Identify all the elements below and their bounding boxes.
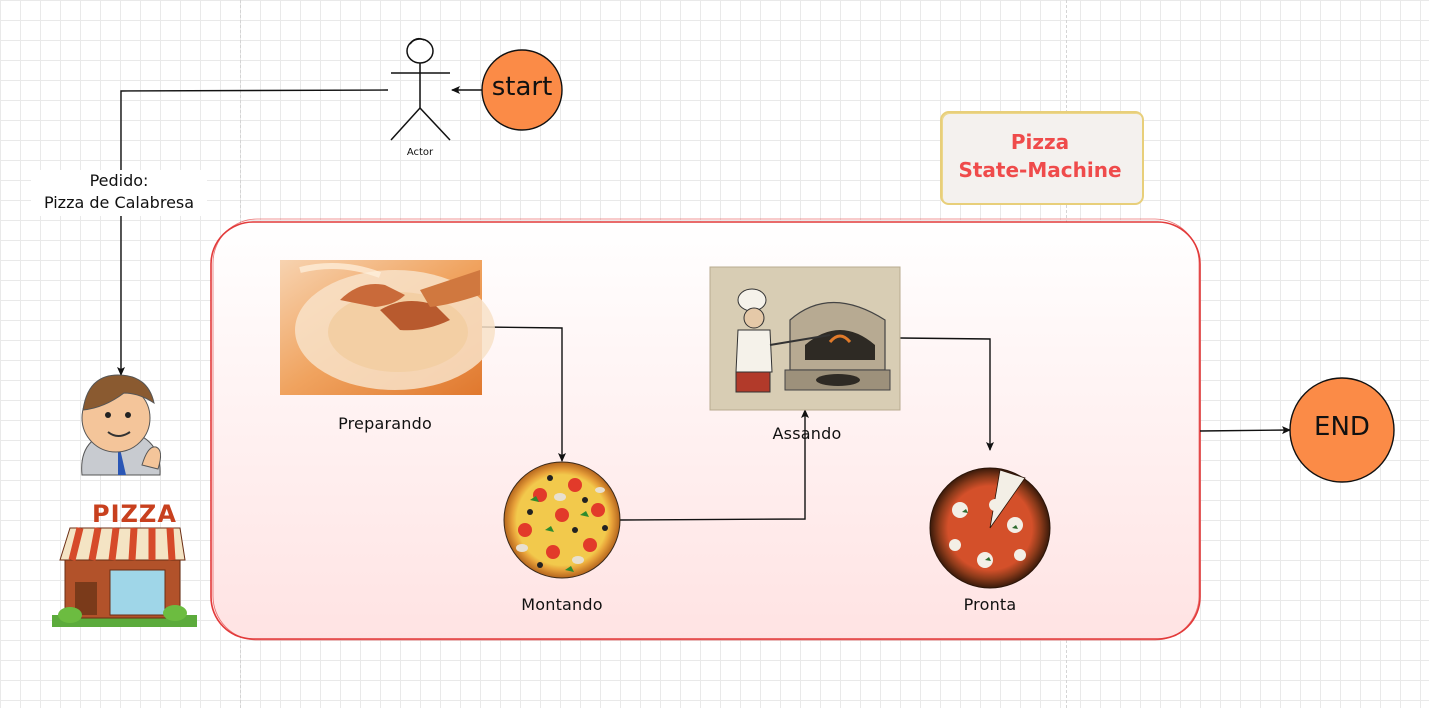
pizza-shop-icon (52, 527, 197, 627)
start-node (481, 49, 563, 131)
actor-label: Actor (406, 147, 434, 158)
arrow-assando-to-pronta (899, 337, 994, 451)
end-node (1289, 377, 1395, 483)
title-line1: Pizza (1010, 130, 1070, 154)
title-box (940, 111, 1144, 205)
arrow-actor-to-client (117, 89, 389, 376)
arrow-preparando-to-montando (481, 326, 566, 462)
order-label: Pedido: Pizza de Calabresa (31, 170, 207, 216)
state-label-preparando: Preparando (338, 414, 432, 433)
end-label: END (1314, 412, 1370, 442)
state-machine-container-sketch (212, 218, 1200, 641)
title-line2: State-Machine (958, 158, 1122, 182)
shop-sign: PIZZA (92, 500, 177, 528)
client-avatar-icon (81, 374, 162, 476)
montando-image (503, 461, 621, 579)
start-label: start (491, 72, 553, 102)
preparando-image (280, 260, 495, 395)
state-label-pronta: Pronta (963, 595, 1017, 614)
order-label-line1: Pedido: (89, 171, 149, 190)
actor-icon (390, 37, 451, 141)
arrow-container-to-end (1199, 426, 1291, 435)
pronta-image (929, 467, 1051, 589)
assando-image (709, 266, 901, 411)
state-label-montando: Montando (521, 595, 603, 614)
arrow-montando-to-assando (619, 409, 809, 521)
state-label-assando: Assando (772, 424, 842, 443)
order-label-line2: Pizza de Calabresa (43, 193, 195, 212)
